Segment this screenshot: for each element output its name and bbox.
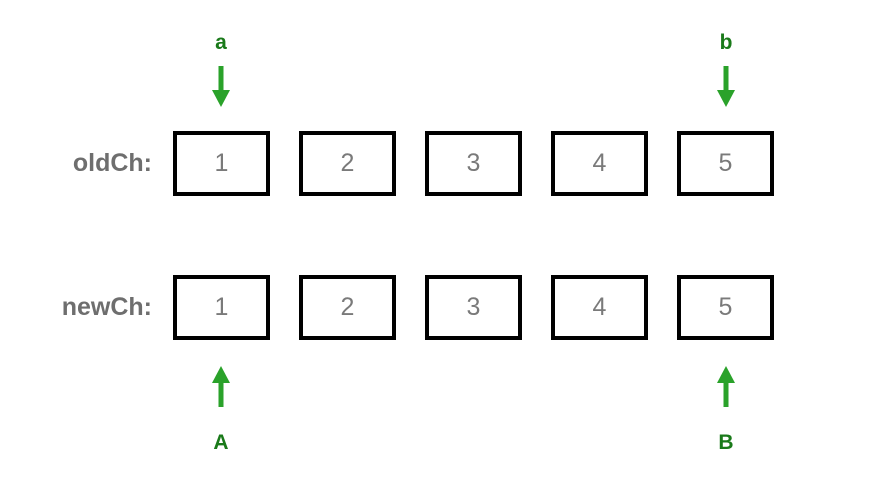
newch-cell-4[interactable]: 5 (677, 275, 774, 340)
marker-label-a-upper: A (213, 431, 229, 454)
newch-cell-2-value: 3 (466, 293, 481, 321)
oldch-cell-2[interactable]: 3 (425, 131, 522, 196)
row-label-newch: newCh: (61, 293, 152, 321)
oldch-cell-1[interactable]: 2 (299, 131, 396, 196)
oldch-cell-0-value: 1 (214, 149, 229, 177)
newch-cell-3[interactable]: 4 (551, 275, 648, 340)
newch-cell-1[interactable]: 2 (299, 275, 396, 340)
arrow-down-a-icon (209, 66, 233, 108)
oldch-cell-0[interactable]: 1 (173, 131, 270, 196)
marker-label-b-upper: B (718, 431, 734, 454)
marker-label-b: b (719, 31, 733, 54)
arrow-up-b-icon (714, 365, 738, 407)
arrow-down-b-icon (714, 66, 738, 108)
newch-cell-2[interactable]: 3 (425, 275, 522, 340)
newch-cell-0[interactable]: 1 (173, 275, 270, 340)
marker-label-a: a (215, 31, 227, 54)
row-label-oldch: oldCh: (72, 149, 152, 177)
newch-cell-3-value: 4 (592, 293, 607, 321)
oldch-cell-4[interactable]: 5 (677, 131, 774, 196)
row-label-newch-container: newCh: (0, 295, 152, 321)
oldch-cell-3-value: 4 (592, 149, 607, 177)
newch-cell-1-value: 2 (340, 293, 355, 321)
arrow-up-a-icon (209, 365, 233, 407)
newch-cell-4-value: 5 (718, 293, 733, 321)
oldch-cell-1-value: 2 (340, 149, 355, 177)
oldch-cell-2-value: 3 (466, 149, 481, 177)
oldch-cell-3[interactable]: 4 (551, 131, 648, 196)
oldch-cell-4-value: 5 (718, 149, 733, 177)
row-label-oldch-container: oldCh: (0, 151, 152, 177)
newch-cell-0-value: 1 (214, 293, 229, 321)
